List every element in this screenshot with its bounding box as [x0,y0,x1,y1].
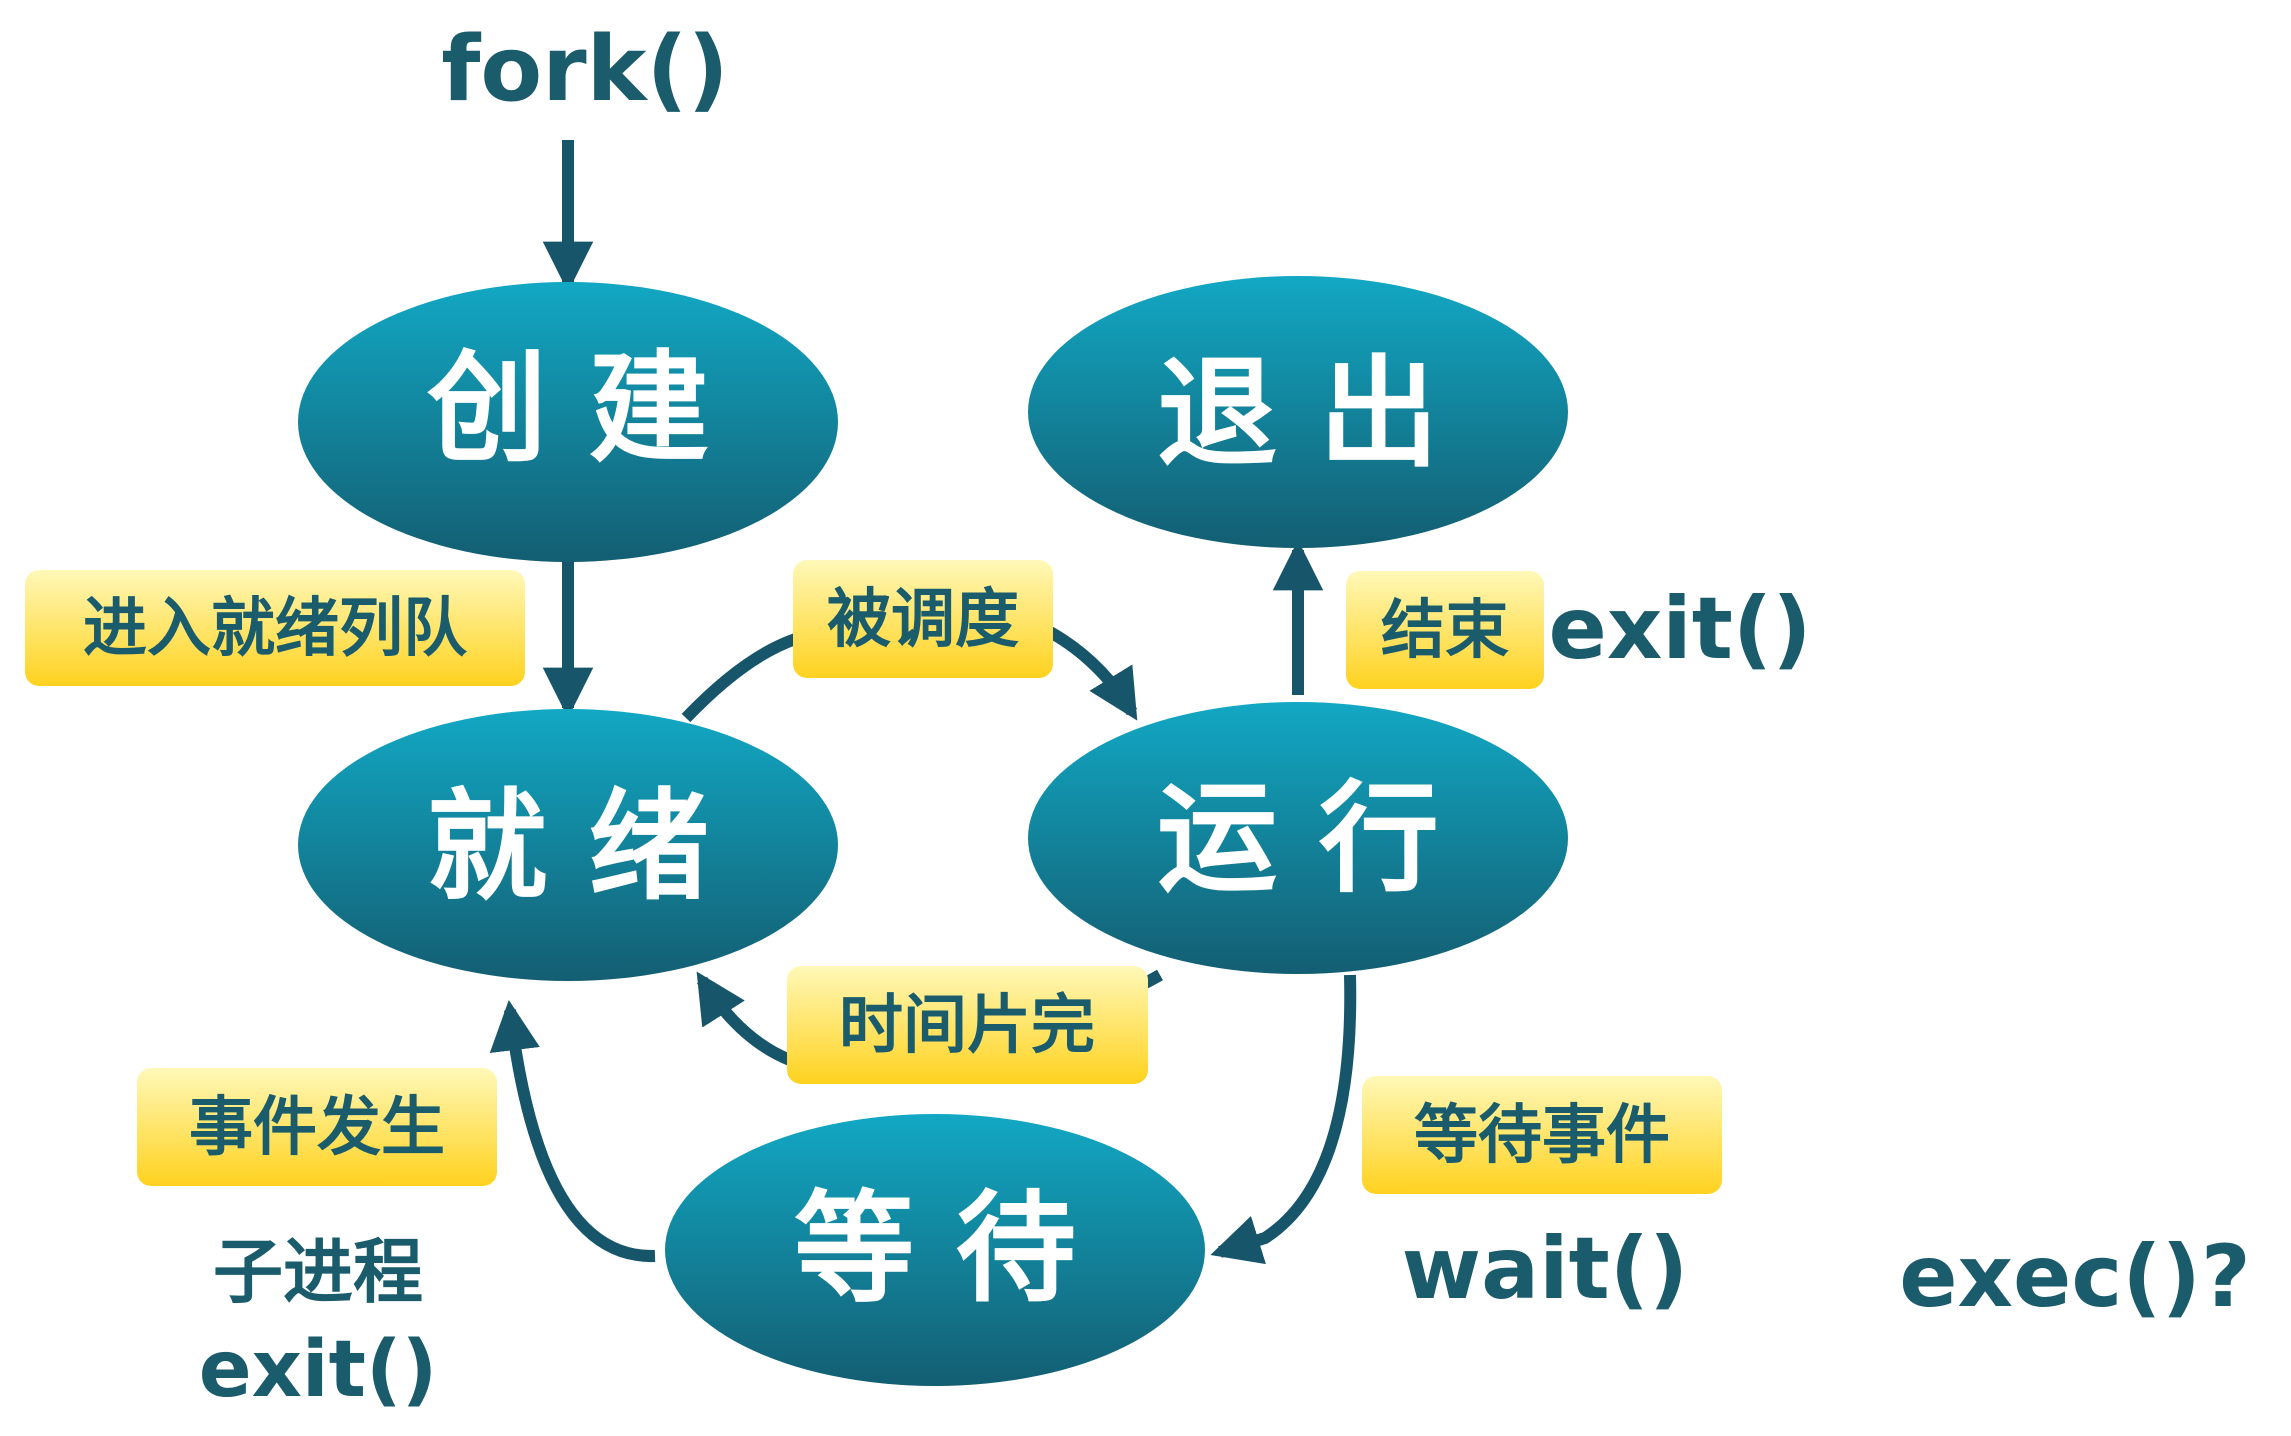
arrow-waiting-to-ready [489,999,656,1263]
label-wait-event-text: 等待事件 [1414,1099,1670,1173]
label-time-slice-done-text: 时间片完 [839,989,1095,1063]
call-exit: exit() [1549,579,1812,679]
call-child-process: 子进程 [213,1231,423,1313]
label-finish-text: 结束 [1381,594,1509,668]
label-event-occurs-text: 事件发生 [189,1091,445,1165]
call-wait: wait() [1402,1219,1689,1319]
label-wait-event: 等待事件 [1362,1076,1722,1194]
call-exec-question: exec()? [1899,1227,2251,1327]
label-time-slice-done: 时间片完 [787,966,1148,1084]
node-ready-label: 就 绪 [427,778,709,917]
call-fork: fork() [441,17,729,122]
node-waiting-label: 等 待 [794,1180,1076,1319]
node-running-label: 运 行 [1157,770,1439,909]
arrow-running-to-waiting [1210,974,1357,1265]
node-running: 运 行 [1028,702,1568,974]
node-exit-label: 退 出 [1157,345,1439,484]
label-scheduled-text: 被调度 [827,583,1019,657]
node-ready: 就 绪 [298,709,838,981]
label-finish: 结束 [1346,571,1544,689]
label-event-occurs: 事件发生 [137,1068,497,1186]
node-create-label: 创 建 [427,340,709,479]
node-waiting: 等 待 [665,1114,1205,1386]
label-enter-ready-queue: 进入就绪列队 [25,570,525,686]
label-enter-ready-queue-text: 进入就绪列队 [83,592,468,666]
node-create: 创 建 [298,282,838,562]
node-exit: 退 出 [1028,276,1568,548]
call-child-exit: exit() [199,1325,438,1415]
label-scheduled: 被调度 [793,560,1053,678]
